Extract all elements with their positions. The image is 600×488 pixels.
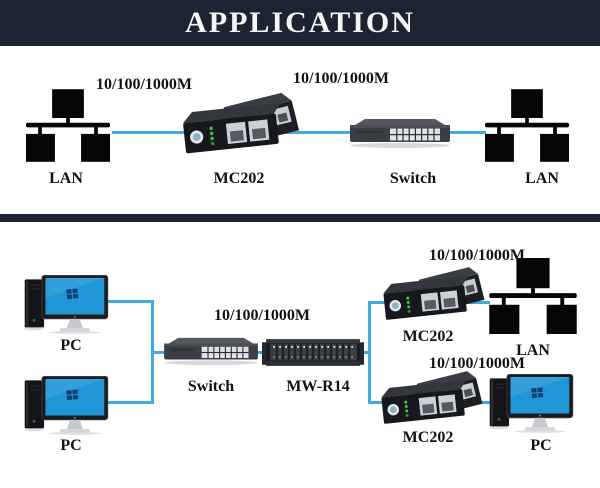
lan-icon	[489, 258, 577, 334]
switch-icon	[345, 117, 455, 149]
pc-icon	[489, 374, 575, 433]
ethernet-line-top	[112, 131, 486, 134]
switch-icon	[159, 336, 263, 366]
media-converter-icon	[380, 262, 486, 324]
ethernet-line-right-branch	[368, 301, 371, 404]
pc-label: PC	[60, 437, 82, 454]
mw-r14-label: MW-R14	[286, 378, 350, 395]
ethernet-line-switch	[151, 351, 371, 354]
mc202-label: MC202	[402, 328, 454, 345]
switch-label: Switch	[389, 170, 437, 187]
mc202-label: MC202	[402, 429, 454, 446]
switch-label: Switch	[187, 378, 235, 395]
mc202-label: MC202	[213, 170, 265, 187]
speed-label: 10/100/1000M	[293, 70, 389, 87]
pc-icon	[24, 376, 110, 435]
pc-icon	[24, 275, 110, 334]
media-converter-icon	[179, 87, 301, 158]
rack-chassis-icon	[262, 336, 364, 369]
lan-label: LAN	[525, 170, 559, 187]
section-divider	[0, 214, 600, 222]
title-banner: APPLICATION	[0, 0, 600, 46]
page-title: APPLICATION	[185, 6, 415, 39]
speed-label: 10/100/1000M	[214, 307, 310, 324]
media-converter-icon	[378, 366, 484, 428]
lan-icon	[485, 89, 569, 162]
speed-label: 10/100/1000M	[429, 355, 525, 372]
speed-label: 10/100/1000M	[429, 247, 525, 264]
lan-label: LAN	[516, 342, 550, 359]
lan-label: LAN	[49, 170, 83, 187]
speed-label: 10/100/1000M	[96, 76, 192, 93]
ethernet-line-pc1	[107, 300, 154, 303]
lan-icon	[26, 89, 110, 162]
pc-label: PC	[60, 337, 82, 354]
pc-label: PC	[530, 437, 552, 454]
ethernet-line-pc2	[107, 401, 154, 404]
